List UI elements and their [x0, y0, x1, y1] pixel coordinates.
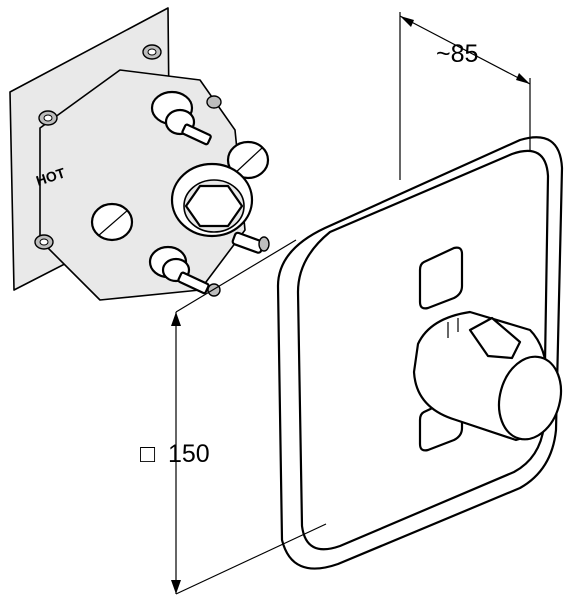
mounting-screws	[34, 44, 162, 250]
concealed-valve-body: HOT	[9, 7, 270, 301]
size-dimension-label: 150	[168, 440, 210, 468]
depth-dimension-label: ~85	[436, 40, 478, 68]
upper-button	[418, 246, 464, 310]
upper-inlet	[150, 90, 222, 146]
central-spindle	[170, 162, 270, 254]
safety-stop-button	[468, 316, 522, 360]
lower-inlet	[148, 245, 221, 297]
trim-plate	[276, 136, 564, 570]
size-symbol: □	[140, 440, 156, 468]
dimension-depth	[399, 12, 531, 180]
thermostatic-handle	[412, 310, 563, 442]
dimension-height	[171, 239, 327, 595]
blanking-plugs	[90, 140, 270, 242]
